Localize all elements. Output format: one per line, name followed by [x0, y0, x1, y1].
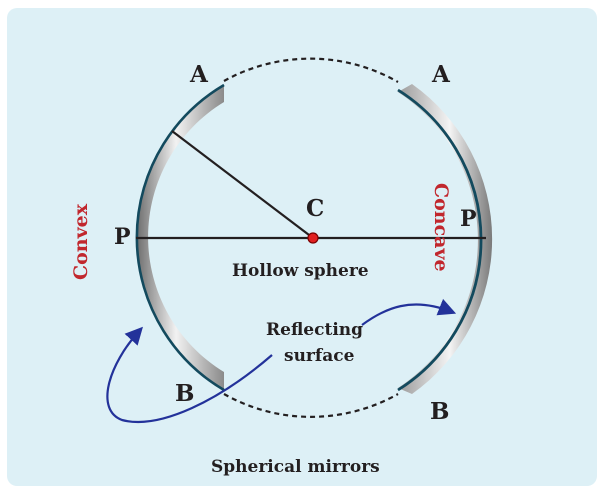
label-p-right: P: [460, 206, 477, 232]
label-hollow-sphere: Hollow sphere: [232, 261, 369, 281]
label-p-left: P: [114, 224, 131, 250]
concave-mirror-edge: [397, 88, 483, 392]
label-b-left: B: [175, 380, 194, 407]
label-b-right: B: [430, 398, 449, 425]
radius-line: [171, 130, 314, 239]
arrow-to-concave: [361, 298, 457, 326]
sphere-dashed-top: [223, 57, 399, 83]
label-a-right: A: [431, 61, 451, 88]
arrow-to-convex: [106, 326, 273, 424]
label-center: C: [306, 195, 324, 222]
sphere-dashed-bottom: [223, 393, 399, 418]
label-concave: Concave: [430, 183, 452, 272]
diagram-title: Spherical mirrors: [211, 457, 380, 477]
label-surface: surface: [284, 346, 355, 366]
label-a-left: A: [189, 61, 209, 88]
panel-background: [7, 8, 597, 486]
convex-mirror-body: [136, 85, 224, 390]
label-reflecting: Reflecting: [266, 320, 363, 340]
label-convex: Convex: [70, 203, 92, 280]
center-of-curvature-dot: [307, 232, 319, 244]
concave-mirror-body: [398, 84, 493, 394]
